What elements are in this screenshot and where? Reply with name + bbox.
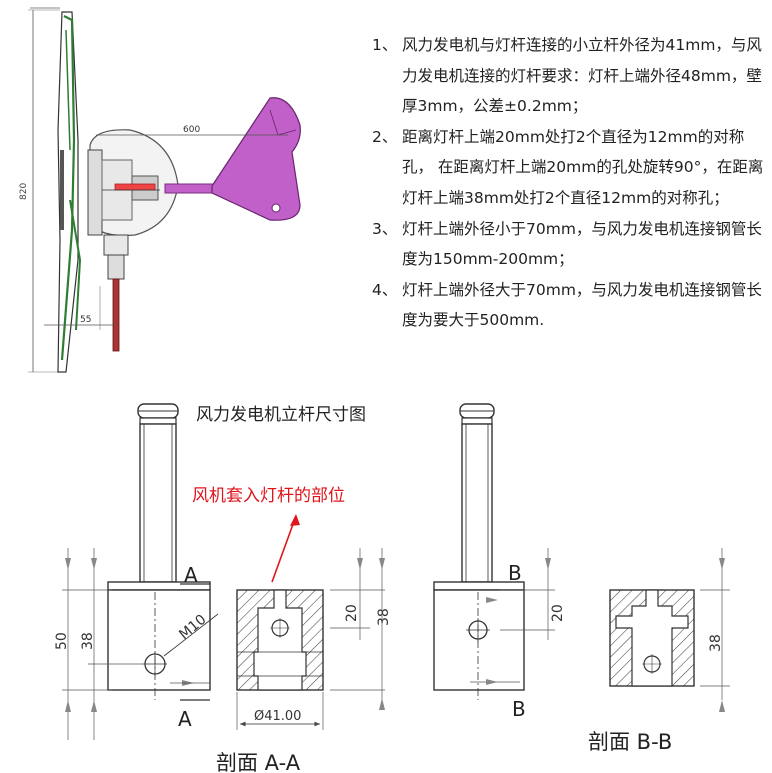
- requirement-text: 距离灯杆上端20mm处打2个直径为12mm的对称孔， 在距离灯杆上端20mm的孔…: [402, 127, 764, 207]
- mast-dim-label: 55: [80, 315, 91, 325]
- marker-a-top: A: [184, 563, 198, 587]
- requirement-item-2: 2、 距离灯杆上端20mm处打2个直径为12mm的对称孔， 在距离灯杆上端20m…: [372, 122, 768, 214]
- dim-20-aa: 20: [344, 604, 360, 622]
- dim-38-aa: 38: [376, 608, 392, 626]
- dim-38-bb: 38: [708, 634, 724, 652]
- requirement-number: 2、: [372, 127, 398, 146]
- caption-bb: 剖面 B-B: [588, 730, 672, 754]
- blades: [57, 11, 82, 373]
- turbine-drawing: 820 600: [19, 7, 301, 373]
- caption-aa: 剖面 A-A: [216, 751, 301, 773]
- requirements-list: 1、 风力发电机与灯杆连接的小立杆外径为41mm，与风力发电机连接的灯杆要求：灯…: [372, 30, 768, 336]
- requirement-item-4: 4、 灯杆上端外径大于70mm，与风力发电机连接钢管长度为要大于500mm.: [372, 275, 768, 336]
- marker-a-bottom: A: [178, 707, 192, 731]
- left-view: [107, 403, 219, 700]
- right-view: [433, 403, 525, 700]
- marker-b-bottom: B: [512, 697, 526, 721]
- dim-50: 50: [54, 632, 70, 650]
- annotation-label: 风机套入灯杆的部位: [192, 486, 345, 506]
- requirement-number: 1、: [372, 36, 398, 54]
- requirement-text: 灯杆上端外径大于70mm，与风力发电机连接钢管长度为要大于500mm.: [402, 280, 762, 330]
- requirement-item-1: 1、 风力发电机与灯杆连接的小立杆外径为41mm，与风力发电机连接的灯杆要求：灯…: [372, 30, 768, 122]
- left-view-dimensions: [62, 548, 210, 740]
- diameter-label: Ø41.00: [254, 709, 301, 724]
- section-bb: [609, 548, 730, 712]
- section-aa: [236, 548, 385, 730]
- tail-dim-label: 600: [183, 125, 200, 135]
- right-view-dimensions: [470, 548, 555, 685]
- dim-38-left: 38: [80, 632, 96, 650]
- nacelle: [87, 129, 179, 237]
- drawing-title: 风力发电机立杆尺寸图: [196, 405, 366, 425]
- marker-b-top: B: [508, 561, 522, 585]
- mast: [103, 234, 129, 352]
- dim-20-right: 20: [550, 604, 566, 622]
- annotation-arrow: [271, 515, 297, 583]
- tail: [164, 97, 301, 221]
- annotation-arrowhead: [290, 514, 300, 526]
- requirement-text: 风力发电机与灯杆连接的小立杆外径为41mm，与风力发电机连接的灯杆要求：灯杆上端…: [402, 36, 762, 116]
- height-dim-label: 820: [19, 183, 29, 200]
- requirement-item-3: 3、 灯杆上端外径小于70mm，与风力发电机连接钢管长度为150mm-200mm…: [372, 214, 768, 275]
- requirement-number: 3、: [372, 219, 398, 238]
- requirement-text: 灯杆上端外径小于70mm，与风力发电机连接钢管长度为150mm-200mm；: [402, 219, 762, 269]
- requirement-number: 4、: [372, 280, 398, 299]
